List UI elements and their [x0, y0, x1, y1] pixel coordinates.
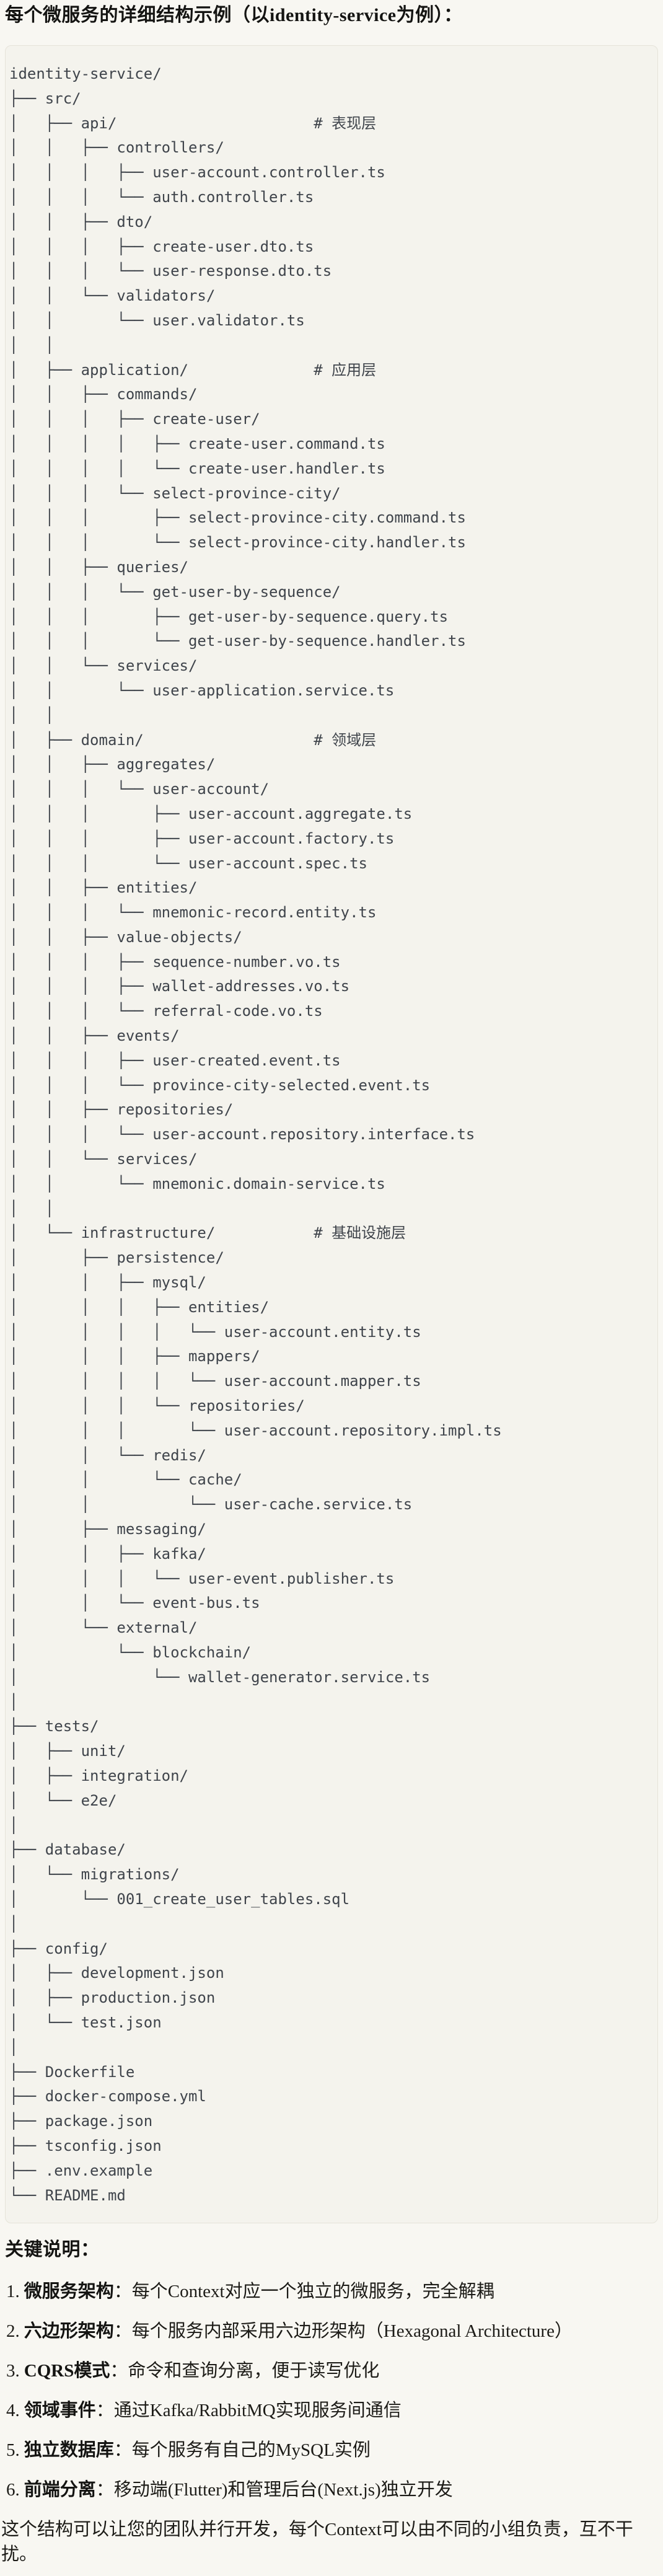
page-title: 每个微服务的详细结构示例（以identity-service为例）： — [5, 5, 463, 25]
note-description: ：每个Context对应一个独立的微服务，完全解耦 — [113, 2282, 494, 2302]
note-number: 5. — [6, 2440, 20, 2461]
notes-list: 1.微服务架构：每个Context对应一个独立的微服务，完全解耦 2.六边形架构… — [5, 2279, 658, 2502]
note-number: 1. — [6, 2282, 20, 2302]
note-item-2: 2.六边形架构：每个服务内部采用六边形架构（Hexagonal Architec… — [6, 2319, 658, 2344]
note-term: 领域事件 — [24, 2401, 96, 2421]
note-description: ：命令和查询分离，便于读写优化 — [110, 2361, 380, 2381]
note-number: 4. — [6, 2401, 20, 2421]
note-description: ：每个服务有自己的MySQL实例 — [113, 2440, 371, 2461]
note-item-5: 5.独立数据库：每个服务有自己的MySQL实例 — [6, 2438, 658, 2463]
file-tree-code-block: identity-service/ ├── src/ │ ├── api/ # … — [5, 45, 658, 2224]
note-description: ：每个服务内部采用六边形架构（Hexagonal Architecture） — [113, 2321, 573, 2342]
note-number: 2. — [6, 2321, 20, 2342]
note-number: 3. — [6, 2361, 20, 2381]
note-item-3: 3.CQRS模式：命令和查询分离，便于读写优化 — [6, 2358, 658, 2383]
note-number: 6. — [6, 2480, 20, 2500]
note-term: 前端分离 — [24, 2480, 96, 2500]
note-description: ：通过Kafka/RabbitMQ实现服务间通信 — [95, 2401, 402, 2421]
note-item-1: 1.微服务架构：每个Context对应一个独立的微服务，完全解耦 — [6, 2279, 658, 2304]
note-term: 六边形架构 — [24, 2321, 114, 2342]
notes-heading: 关键说明： — [5, 2239, 100, 2261]
note-item-6: 6.前端分离：移动端(Flutter)和管理后台(Next.js)独立开发 — [6, 2477, 658, 2502]
closing-paragraph: 这个结构可以让您的团队并行开发，每个Context可以由不同的小组负责，互不干扰… — [1, 2520, 633, 2565]
note-item-4: 4.领域事件：通过Kafka/RabbitMQ实现服务间通信 — [6, 2398, 658, 2423]
note-term: 独立数据库 — [24, 2440, 114, 2461]
note-term: CQRS模式 — [24, 2361, 110, 2381]
note-description: ：移动端(Flutter)和管理后台(Next.js)独立开发 — [95, 2480, 453, 2500]
note-term: 微服务架构 — [24, 2282, 114, 2302]
